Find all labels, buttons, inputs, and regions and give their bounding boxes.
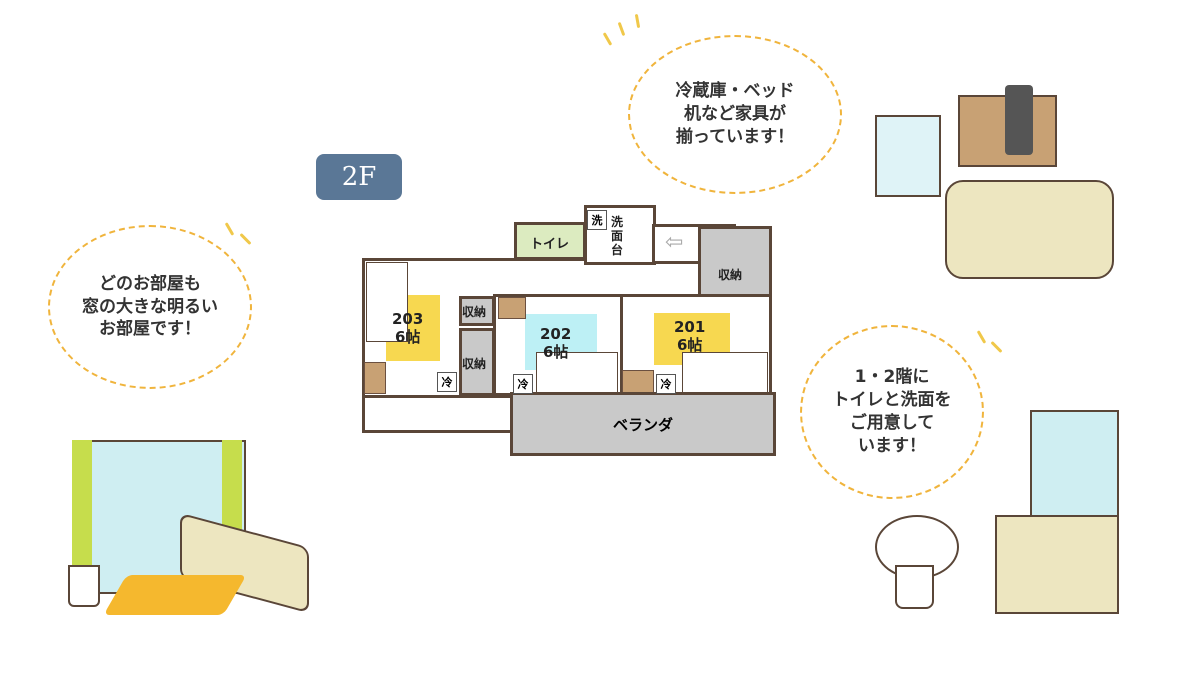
- chair-illustration: [1005, 85, 1033, 155]
- bubble-line: お部屋です！: [99, 319, 201, 340]
- fridge-icon: 冷: [437, 372, 457, 392]
- fridge-illustration: [875, 115, 941, 197]
- bubble-line: 揃っています！: [675, 126, 795, 147]
- storage-label: 収納: [462, 305, 487, 319]
- sparkle-icon: [634, 13, 641, 29]
- sparkle-icon: [976, 330, 987, 344]
- bubble-line: どのお部屋も: [99, 273, 201, 294]
- floor-badge: 2F: [316, 154, 402, 200]
- lower-balcony: [362, 395, 514, 433]
- bed: [536, 352, 618, 394]
- room-number: 202: [540, 325, 572, 343]
- storage-top-right: [698, 226, 772, 298]
- mirror-illustration: [1030, 410, 1119, 524]
- desk: [622, 370, 654, 394]
- room-number: 201: [674, 318, 706, 336]
- arrow-left-icon: ⇦: [665, 230, 684, 255]
- plant-illustration: [68, 565, 100, 607]
- room-number: 203: [392, 310, 424, 328]
- storage-label: 収納: [462, 357, 487, 371]
- bubble-line: トイレと洗面を: [832, 390, 952, 411]
- veranda: ベランダ: [510, 392, 776, 456]
- toilet: [514, 222, 586, 260]
- sparkle-icon: [990, 340, 1003, 354]
- bubble-line: 机など家具が: [684, 104, 786, 125]
- bubble-line: ご用意して: [849, 413, 935, 433]
- bubble-line: 冷蔵庫・ベッド: [675, 81, 795, 102]
- speech-bubble-furniture: 冷蔵庫・ベッド 机など家具が 揃っています！: [628, 35, 842, 194]
- bed: [366, 262, 408, 342]
- sparkle-icon: [224, 222, 235, 236]
- storage-label: 収納: [718, 268, 743, 282]
- vanity-illustration: [995, 515, 1119, 614]
- toilet-label: トイレ: [530, 237, 570, 252]
- storage-small: [459, 296, 495, 326]
- fridge-icon: 冷: [656, 374, 676, 394]
- sparkle-icon: [602, 32, 613, 46]
- bed: [682, 352, 768, 394]
- sparkle-icon: [617, 21, 626, 37]
- room-size: 6帖: [542, 343, 569, 361]
- desk: [364, 362, 386, 394]
- rug-illustration: [103, 575, 247, 615]
- storage-tall: [459, 328, 495, 396]
- curtain-illustration: [72, 440, 92, 580]
- washer-icon: 洗: [587, 210, 607, 230]
- sparkle-icon: [239, 232, 252, 246]
- washbasin-label: 洗面台: [611, 215, 624, 257]
- speech-bubble-toilet-washroom: 1・2階に トイレと洗面を ご用意して います！: [800, 325, 984, 499]
- veranda-label: ベランダ: [612, 415, 673, 434]
- bed-illustration: [945, 180, 1114, 279]
- bubble-line: 窓の大きな明るい: [82, 296, 218, 317]
- speech-bubble-bright-rooms: どのお部屋も 窓の大きな明るい お部屋です！: [48, 225, 252, 389]
- desk: [498, 297, 526, 319]
- room-size: 6帖: [394, 328, 421, 346]
- bubble-line: 1・2階に: [854, 367, 930, 388]
- room-size: 6帖: [676, 336, 703, 354]
- toilet-base-illustration: [895, 565, 934, 609]
- bubble-line: います！: [858, 435, 926, 456]
- fridge-icon: 冷: [513, 374, 533, 394]
